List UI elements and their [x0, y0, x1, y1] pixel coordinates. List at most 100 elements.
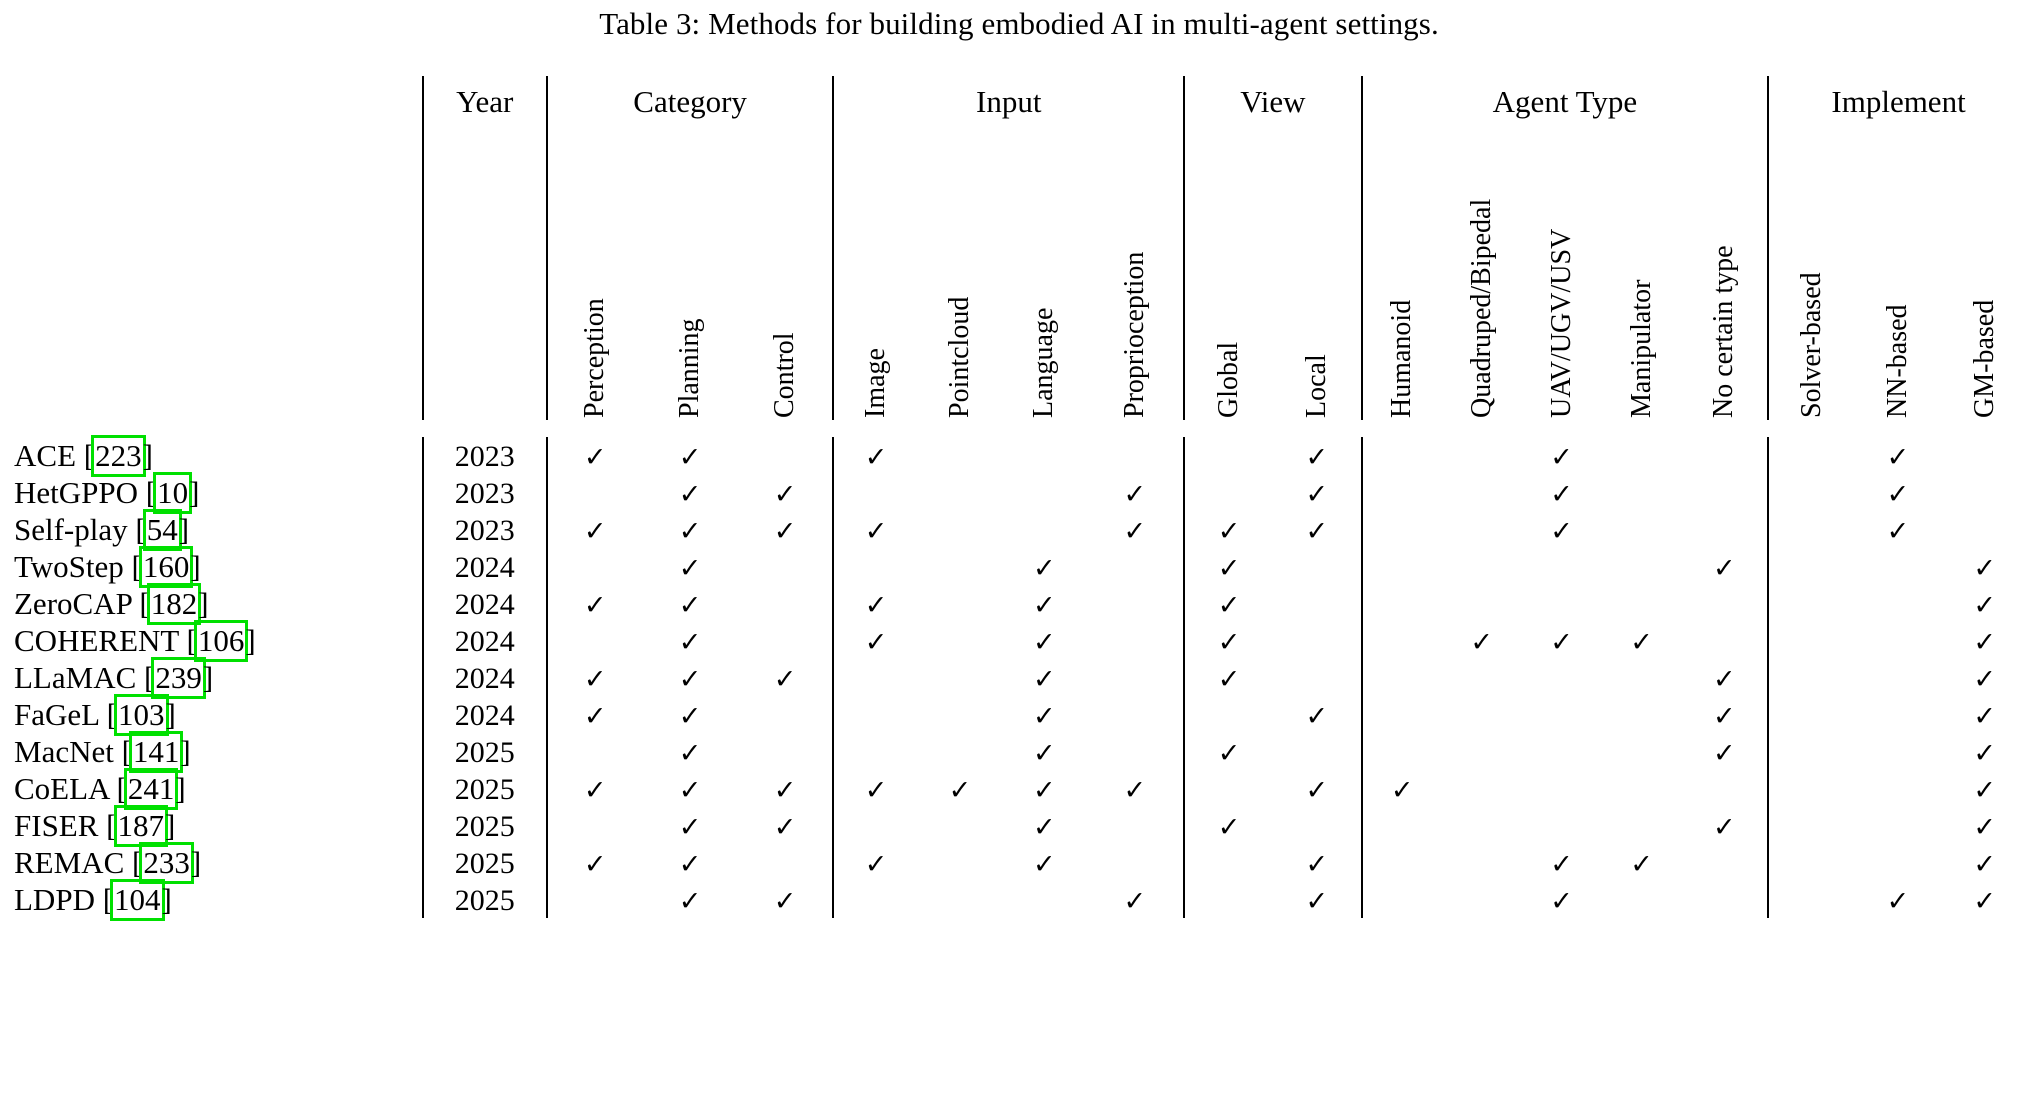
cell-nn-based	[1855, 770, 1942, 807]
cell-global	[1183, 474, 1273, 511]
cell-global: ✓	[1183, 733, 1273, 770]
cell-local: ✓	[1273, 770, 1362, 807]
cell-perception	[545, 733, 643, 770]
column-header-quadruped-bipedal: Quadruped/Bipedal	[1442, 120, 1522, 420]
check-icon: ✓	[948, 775, 972, 806]
cell-perception	[545, 807, 643, 844]
column-header-label: Global	[1213, 341, 1245, 418]
year-cell: 2024	[421, 548, 547, 585]
citation-highlight: 10	[153, 472, 193, 514]
year-cell: 2024	[421, 696, 547, 733]
table-row: COHERENT [106]2024✓✓✓✓✓✓✓✓	[14, 620, 2028, 662]
cell-image	[832, 881, 918, 918]
check-icon: ✓	[1217, 627, 1241, 658]
cell-nn-based: ✓	[1855, 511, 1942, 548]
cell-uav-ugv-usv: ✓	[1522, 881, 1602, 918]
cell-uav-ugv-usv	[1522, 659, 1602, 696]
column-header-label: No certain type	[1708, 245, 1740, 418]
cell-language: ✓	[1002, 548, 1086, 585]
cell-planning: ✓	[642, 733, 737, 770]
table-row: ACE [223]2023✓✓✓✓✓✓	[14, 435, 2028, 477]
check-icon: ✓	[864, 442, 888, 473]
cell-planning: ✓	[642, 622, 737, 659]
cell-control: ✓	[738, 474, 833, 511]
column-header-label: Manipulator	[1625, 279, 1657, 418]
cell-pointcloud	[918, 585, 1002, 622]
cell-quadruped-bipedal: ✓	[1442, 622, 1522, 659]
column-header-label: Language	[1028, 307, 1060, 418]
check-icon: ✓	[1032, 701, 1056, 732]
cell-local	[1273, 733, 1362, 770]
check-icon: ✓	[1973, 701, 1996, 732]
cell-solver-based	[1767, 770, 1855, 807]
cell-proprioception	[1086, 622, 1184, 659]
cell-planning: ✓	[642, 585, 737, 622]
cell-local: ✓	[1273, 881, 1362, 918]
citation-bracket-close: ]	[165, 808, 176, 843]
cell-language: ✓	[1002, 844, 1086, 881]
check-icon: ✓	[583, 664, 607, 695]
citation-bracket-close: ]	[189, 475, 200, 510]
year-cell: 2023	[421, 511, 547, 548]
cell-proprioception: ✓	[1086, 881, 1184, 918]
check-icon: ✓	[864, 627, 888, 658]
method-name: FaGeL [	[14, 697, 118, 732]
cell-image: ✓	[832, 437, 918, 474]
check-icon: ✓	[1550, 886, 1573, 917]
column-header-global: Global	[1183, 120, 1273, 420]
cell-image	[832, 548, 918, 585]
cell-global	[1183, 844, 1273, 881]
cell-quadruped-bipedal	[1442, 807, 1522, 844]
cell-manipulator: ✓	[1602, 844, 1682, 881]
method-name-cell: LLaMAC [239]	[14, 657, 423, 699]
cell-planning: ✓	[642, 437, 737, 474]
cell-proprioception	[1086, 548, 1184, 585]
check-icon: ✓	[1123, 775, 1147, 806]
check-icon: ✓	[1973, 775, 1996, 806]
check-icon: ✓	[1973, 812, 1996, 843]
table-row: FISER [187]2025✓✓✓✓✓✓	[14, 805, 2028, 847]
cell-humanoid	[1360, 437, 1442, 474]
cell-proprioception: ✓	[1086, 511, 1184, 548]
cell-language: ✓	[1002, 770, 1086, 807]
cell-uav-ugv-usv: ✓	[1522, 511, 1602, 548]
check-icon: ✓	[678, 516, 702, 547]
check-icon: ✓	[678, 701, 702, 732]
cell-humanoid	[1360, 511, 1442, 548]
cell-proprioception	[1086, 659, 1184, 696]
cell-no-certain-type	[1682, 844, 1769, 881]
check-icon: ✓	[1973, 627, 1996, 658]
check-icon: ✓	[583, 516, 607, 547]
cell-global: ✓	[1183, 659, 1273, 696]
cell-gm-based: ✓	[1941, 585, 2028, 622]
table-row: FaGeL [103]2024✓✓✓✓✓✓	[14, 694, 2028, 736]
cell-no-certain-type	[1682, 622, 1769, 659]
cell-image	[832, 733, 918, 770]
cell-no-certain-type: ✓	[1682, 548, 1769, 585]
check-icon: ✓	[1217, 516, 1241, 547]
cell-gm-based: ✓	[1941, 622, 2028, 659]
cell-pointcloud: ✓	[918, 770, 1002, 807]
group-header-year: Year	[421, 76, 547, 120]
citation-highlight: 239	[151, 657, 206, 699]
cell-control	[738, 548, 833, 585]
cell-language: ✓	[1002, 807, 1086, 844]
check-icon: ✓	[583, 442, 607, 473]
column-header-label: Solver-based	[1795, 272, 1827, 418]
rowheader-corner	[14, 120, 423, 420]
cell-gm-based	[1941, 437, 2028, 474]
check-icon: ✓	[678, 812, 702, 843]
cell-perception	[545, 622, 643, 659]
check-icon: ✓	[1217, 664, 1241, 695]
cell-control	[738, 844, 833, 881]
column-header-label: UAV/UGV/USV	[1545, 228, 1577, 418]
cell-nn-based	[1855, 807, 1942, 844]
cell-perception	[545, 474, 643, 511]
check-icon: ✓	[773, 812, 797, 843]
table-row: LLaMAC [239]2024✓✓✓✓✓✓✓	[14, 657, 2028, 699]
year-cell: 2024	[421, 585, 547, 622]
column-header-planning: Planning	[642, 120, 737, 420]
cell-solver-based	[1767, 881, 1855, 918]
check-icon: ✓	[1712, 553, 1736, 584]
cell-no-certain-type	[1682, 585, 1769, 622]
